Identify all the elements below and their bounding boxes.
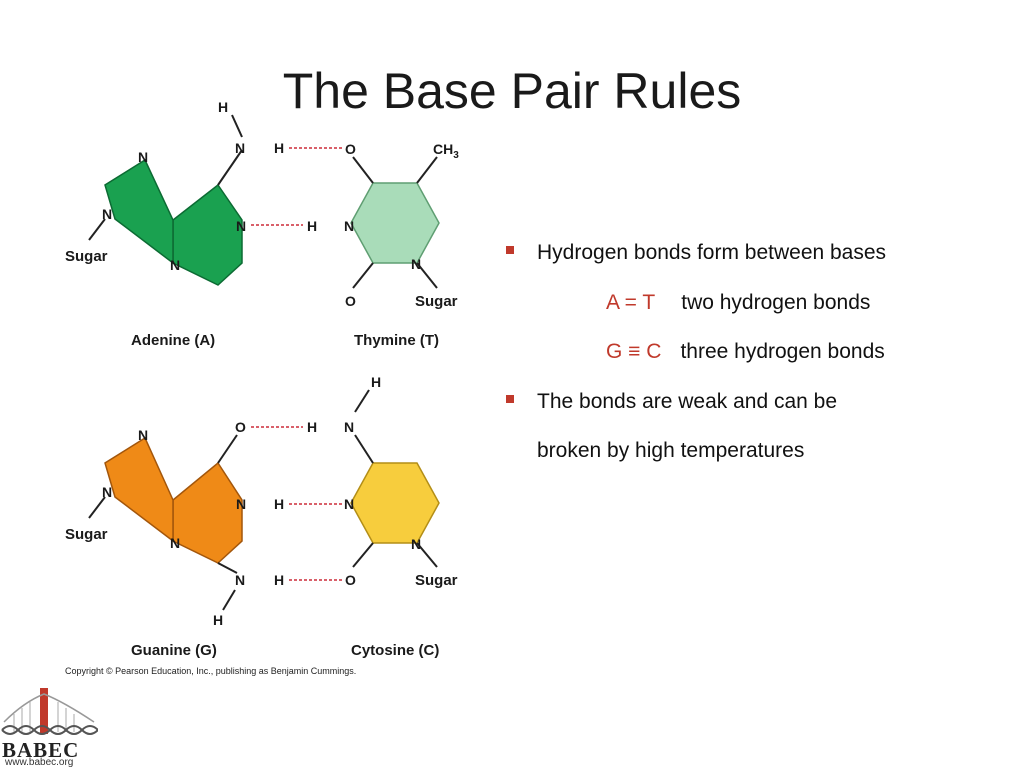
- gc-pair-desc: three hydrogen bonds: [680, 340, 885, 363]
- slide-title: The Base Pair Rules: [282, 63, 742, 119]
- adenine-n3: N: [170, 257, 180, 273]
- at-pair-line: A = T two hydrogen bonds: [506, 278, 1006, 328]
- cytosine-structure: H H N N O N Sugar: [307, 374, 458, 589]
- cytosine-o2: O: [345, 572, 356, 588]
- adenine-h-top: H: [218, 99, 228, 115]
- guanine-label: Guanine (G): [131, 642, 217, 659]
- at-pair-desc: two hydrogen bonds: [681, 290, 871, 314]
- cytosine-n3: N: [344, 496, 354, 512]
- cytosine-n-amino: N: [344, 419, 354, 435]
- guanine-h-bottom: H: [213, 612, 223, 628]
- cytosine-h-top: H: [371, 374, 381, 390]
- adenine-sugar: Sugar: [65, 248, 108, 265]
- thymine-n1: N: [411, 256, 421, 272]
- gc-pair-symbol: G ≡ C: [606, 340, 662, 363]
- thymine-o4: O: [345, 141, 356, 157]
- guanine-h1: H: [274, 496, 284, 512]
- bullet-text: Hydrogen bonds form between bases: [537, 241, 887, 264]
- bullet-marker: [506, 394, 514, 403]
- bullet-text: broken by high temperatures: [537, 439, 805, 462]
- guanine-o6: O: [235, 419, 246, 435]
- thymine-sugar: Sugar: [415, 293, 458, 310]
- cytosine-n1: N: [411, 536, 421, 552]
- guanine-structure: O N H N N N N H H Sugar: [65, 419, 284, 628]
- cytosine-h-amino: H: [307, 419, 317, 435]
- bullet-list: Hydrogen bonds form between bases A = T t…: [506, 228, 1006, 476]
- base-pair-diagram: H N H N N N N Sugar O CH3 H N O N Sugar …: [55, 95, 485, 685]
- cytosine-label: Cytosine (C): [351, 642, 439, 659]
- guanine-n9: N: [102, 484, 112, 500]
- guanine-n7: N: [138, 427, 148, 443]
- adenine-n9: N: [102, 206, 112, 222]
- adenine-n1: N: [236, 218, 246, 234]
- bullet-text: The bonds are weak and can be: [537, 389, 838, 413]
- bullet-marker: [506, 246, 514, 254]
- adenine-h-amino: H: [274, 140, 284, 156]
- babec-logo-icon: [1, 688, 98, 735]
- gc-pair-line: G ≡ C three hydrogen bonds: [506, 327, 1006, 377]
- thymine-h3: H: [307, 218, 317, 234]
- guanine-n-amino: N: [235, 572, 245, 588]
- at-pair-symbol: A = T: [606, 290, 656, 314]
- thymine-label: Thymine (T): [354, 332, 439, 349]
- base-pair-structures: H N H N N N N Sugar O CH3 H N O N Sugar …: [65, 99, 459, 659]
- logo-url: www.babec.org: [5, 757, 74, 768]
- guanine-sugar: Sugar: [65, 526, 108, 543]
- bullet-item: Hydrogen bonds form between bases: [506, 228, 1006, 278]
- bullet-item: The bonds are weak and can be: [506, 377, 1006, 427]
- adenine-label: Adenine (A): [131, 332, 215, 349]
- logo-name: BABEC: [2, 738, 80, 762]
- adenine-n7: N: [138, 149, 148, 165]
- thymine-methyl: CH3: [433, 141, 459, 161]
- guanine-n1: N: [236, 496, 246, 512]
- bullet-continuation: broken by high temperatures: [506, 426, 1006, 476]
- thymine-n3: N: [344, 218, 354, 234]
- cytosine-sugar: Sugar: [415, 572, 458, 589]
- adenine-structure: H N H N N N N Sugar: [65, 99, 284, 286]
- copyright-notice: Copyright © Pearson Education, Inc., pub…: [65, 666, 357, 676]
- guanine-h-amino: H: [274, 572, 284, 588]
- thymine-o2: O: [345, 293, 356, 309]
- adenine-n-amino: N: [235, 140, 245, 156]
- thymine-structure: O CH3 H N O N Sugar: [307, 141, 459, 310]
- guanine-n3: N: [170, 535, 180, 551]
